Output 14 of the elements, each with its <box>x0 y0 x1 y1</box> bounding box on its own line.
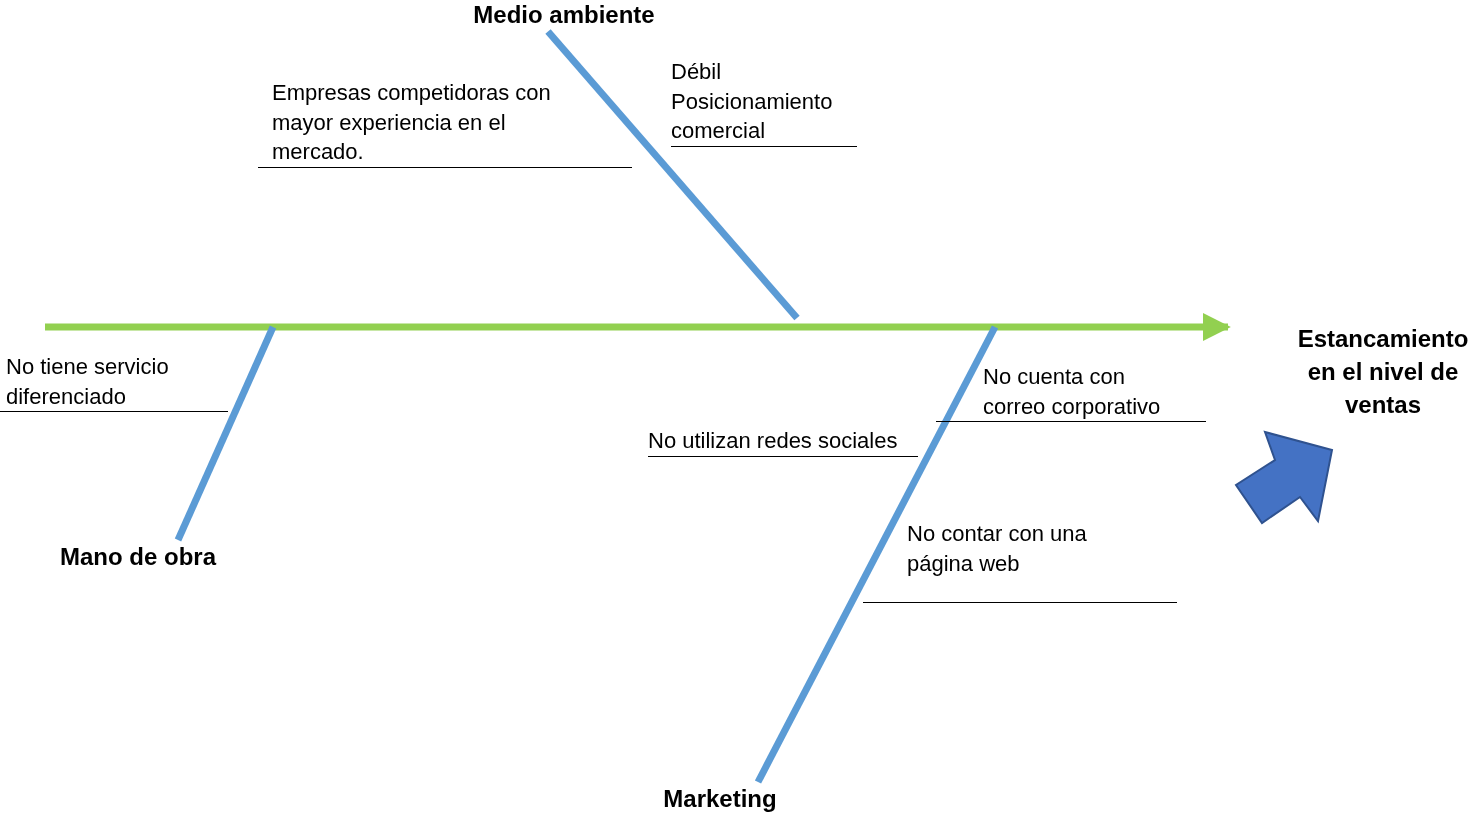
category-label: Medio ambiente <box>450 0 678 30</box>
cause-text: Débil Posicionamiento comercial <box>671 57 857 147</box>
category-label: Mano de obra <box>30 542 246 572</box>
bone-line <box>545 29 800 321</box>
cause-text: No cuenta con correo corporativo <box>936 362 1206 422</box>
cause-text: No tiene servicio diferenciado <box>0 352 228 412</box>
cause-text: Empresas competidoras con mayor experiencia en el mercado. <box>258 78 632 168</box>
bone-line <box>174 325 277 542</box>
effect-label: Estancamiento en el nivel de ventas <box>1230 322 1480 421</box>
block-arrow <box>1234 430 1334 525</box>
cause-text: No utilizan redes sociales <box>648 426 918 457</box>
cause-text: No contar con una página web <box>863 519 1177 603</box>
bone-line <box>754 325 999 784</box>
category-label: Marketing <box>630 784 810 814</box>
